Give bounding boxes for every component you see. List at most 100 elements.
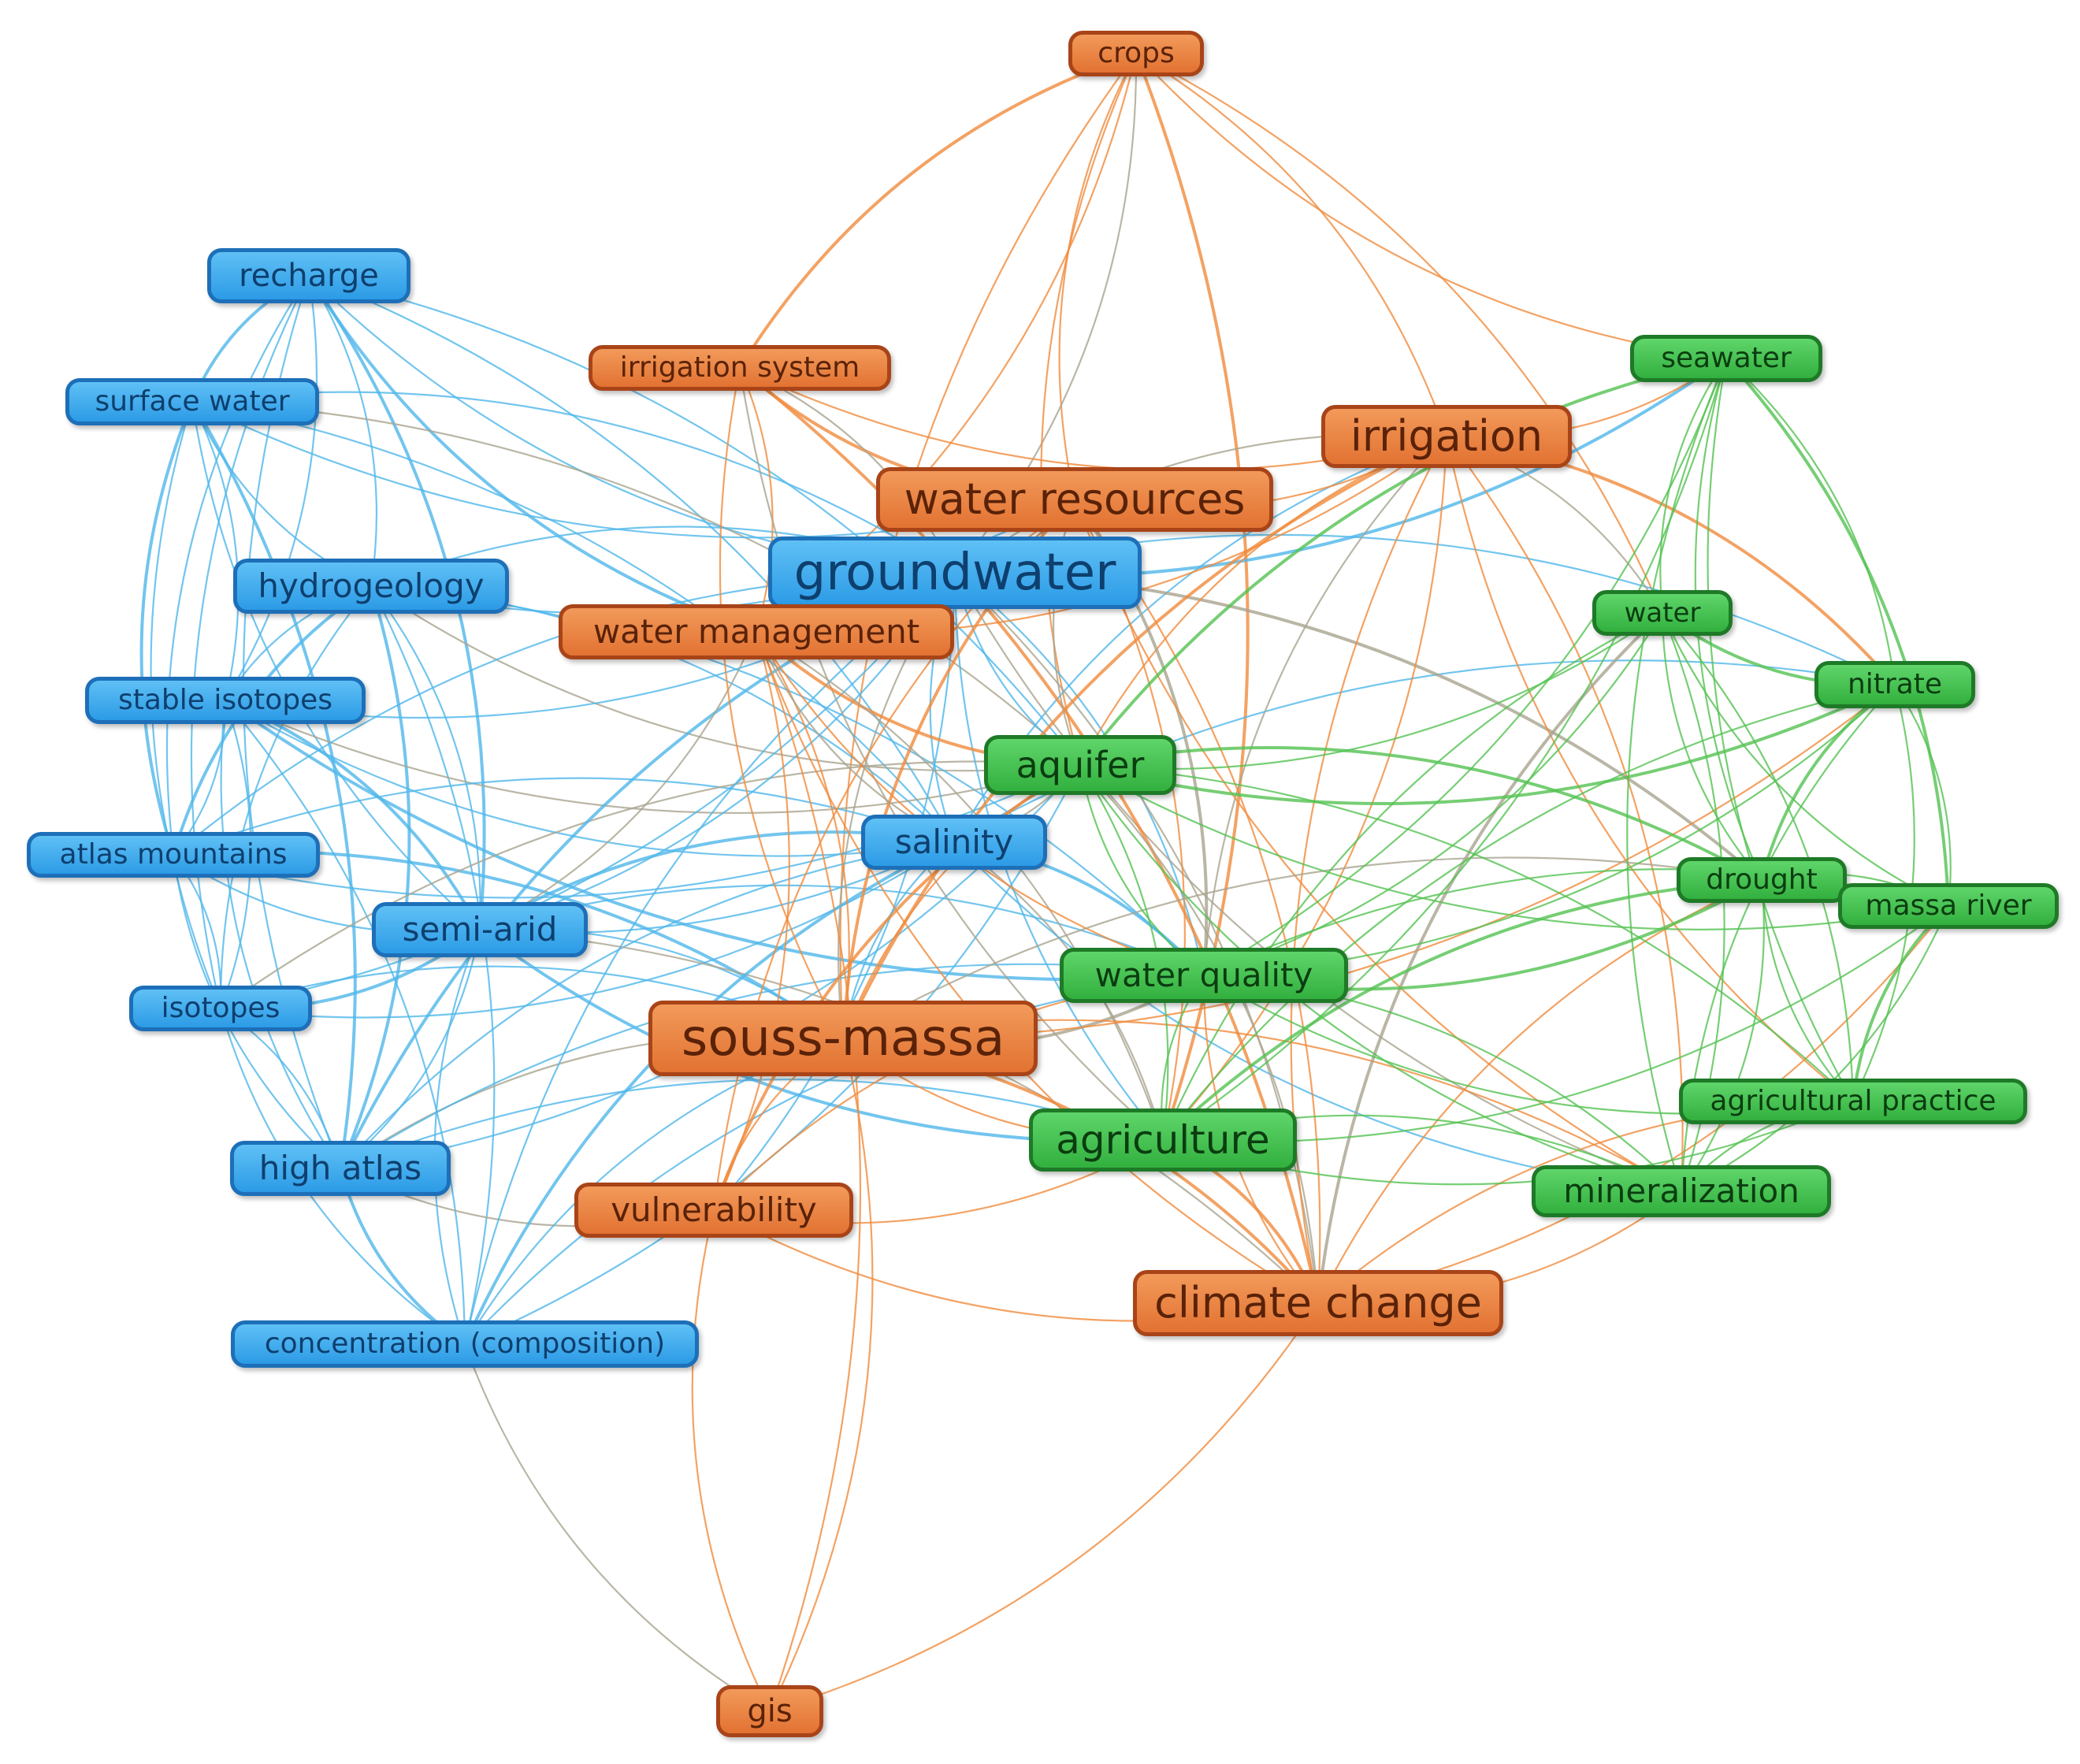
node-groundwater[interactable]: groundwater [768, 537, 1142, 609]
edge-recharge-aquifer [308, 274, 1081, 766]
edge-irrigation_system-water_management [738, 367, 774, 633]
edge-surface_water-atlas_mountains [139, 401, 194, 856]
node-isotopes[interactable]: isotopes [129, 986, 312, 1031]
node-seawater[interactable]: seawater [1630, 335, 1822, 382]
edge-seawater-agriculture [1162, 358, 1728, 1141]
edge-surface_water-salinity [191, 400, 955, 843]
edge-souss_massa-gis [769, 1038, 874, 1712]
node-gis[interactable]: gis [716, 1685, 823, 1737]
edge-recharge-water_management [307, 274, 757, 633]
edge-water-water_quality [1203, 612, 1663, 977]
edge-stable_isotopes-aquifer [225, 699, 1081, 814]
edge-semi_arid-water_management [479, 631, 758, 930]
edge-drought-mineralization [1681, 879, 1765, 1192]
edge-aquifer-mineralization [1079, 764, 1682, 1193]
node-drought[interactable]: drought [1677, 857, 1847, 903]
edge-water_management-souss_massa [756, 631, 850, 1039]
node-recharge[interactable]: recharge [207, 248, 410, 303]
node-water-resources[interactable]: water resources [876, 467, 1273, 532]
edge-hydrogeology-high_atlas [339, 585, 411, 1169]
node-salinity[interactable]: salinity [861, 815, 1047, 870]
node-vulnerability[interactable]: vulnerability [574, 1183, 853, 1238]
edge-nitrate-aquifer [1079, 683, 1896, 806]
edge-concentration-gis [463, 1343, 771, 1712]
edge-water_management-gis [755, 631, 862, 1712]
node-atlas-mountains[interactable]: atlas mountains [27, 832, 320, 878]
edge-water-massa_river [1661, 612, 1949, 907]
edge-isotopes-salinity [220, 841, 955, 1019]
edge-aquifer-massa_river [1079, 764, 1949, 930]
edge-seawater-nitrate [1725, 358, 1896, 685]
edge-agriculture-drought [1161, 878, 1762, 1142]
edge-drought-agricultural_practice [1760, 879, 1854, 1102]
edge-recharge-salinity [308, 274, 955, 843]
edge-stable_isotopes-concentration [225, 700, 466, 1345]
edge-irrigation-nitrate [1446, 435, 1896, 686]
edge-vulnerability-aquifer [712, 763, 1082, 1211]
node-crops[interactable]: crops [1068, 31, 1204, 76]
node-concentration-composition[interactable]: concentration (composition) [231, 1320, 699, 1368]
edge-crops-water_resources [1058, 53, 1137, 500]
node-agricultural-practice[interactable]: agricultural practice [1679, 1079, 2027, 1124]
edge-stable_isotopes-high_atlas [220, 700, 341, 1169]
edge-concentration-aquifer [464, 764, 1081, 1346]
edge-irrigation_system-agriculture [738, 367, 1164, 1141]
edge-climate_change-aquifer [1079, 764, 1320, 1304]
edge-irrigation-mineralization [1446, 436, 1684, 1192]
edge-vulnerability-gis [691, 1209, 771, 1712]
edge-groundwater-climate_change [954, 572, 1320, 1304]
edge-crops-seawater [1135, 53, 1727, 360]
edge-crops-water [1135, 53, 1664, 614]
edge-aquifer-drought [1079, 746, 1762, 882]
node-souss-massa[interactable]: souss-massa [648, 1001, 1038, 1076]
edge-irrigation-climate_change [1290, 436, 1447, 1304]
edge-isotopes-aquifer [220, 760, 1081, 1009]
node-aquifer[interactable]: aquifer [984, 735, 1176, 795]
node-irrigation-system[interactable]: irrigation system [589, 345, 891, 391]
edge-semi_arid-concentration [433, 929, 481, 1345]
edge-hydrogeology-aquifer [370, 585, 1081, 772]
edge-hydrogeology-water_quality [370, 585, 1205, 976]
edge-hydrogeology-semi_arid [370, 585, 481, 930]
edge-crops-irrigation_system [738, 52, 1137, 370]
edge-surface_water-stable_isotopes [191, 401, 240, 701]
edge-water-drought [1661, 612, 1762, 881]
edge-seawater-massa_river [1725, 357, 1950, 907]
edge-recharge-stable_isotopes [225, 275, 318, 701]
node-semi-arid[interactable]: semi-arid [372, 902, 588, 957]
edge-high_atlas-agriculture [340, 1079, 1164, 1170]
node-stable-isotopes[interactable]: stable isotopes [85, 677, 366, 724]
node-massa-river[interactable]: massa river [1838, 883, 2059, 929]
edge-water-agriculture [1161, 612, 1663, 1141]
edge-groundwater-agriculture [953, 572, 1164, 1141]
node-water-quality[interactable]: water quality [1060, 948, 1348, 1003]
node-nitrate[interactable]: nitrate [1814, 661, 1975, 708]
node-agriculture[interactable]: agriculture [1029, 1109, 1297, 1172]
edge-isotopes-concentration [219, 1008, 466, 1345]
edge-climate_change-gis [769, 1302, 1319, 1713]
edge-high_atlas-semi_arid [340, 929, 481, 1169]
edge-hydrogeology-isotopes [219, 585, 372, 1009]
node-water[interactable]: water [1592, 590, 1733, 636]
edge-recharge-atlas_mountains [165, 275, 310, 856]
edge-crops-aquifer [1040, 53, 1138, 766]
node-mineralization[interactable]: mineralization [1532, 1165, 1831, 1217]
edge-recharge-hydrogeology [308, 275, 378, 587]
node-irrigation[interactable]: irrigation [1321, 405, 1572, 468]
edge-irrigation-agriculture [1162, 436, 1448, 1141]
edge-atlas_mountains-salinity [173, 777, 955, 856]
edge-nitrate-agriculture [1162, 683, 1896, 1141]
edge-irrigation_system-souss_massa [719, 367, 844, 1039]
node-high-atlas[interactable]: high atlas [230, 1141, 451, 1196]
edge-irrigation-agricultural_practice [1445, 436, 1854, 1102]
node-water-management[interactable]: water management [559, 604, 954, 659]
edge-seawater-water [1659, 358, 1727, 614]
edge-water_resources-aquifer [1052, 499, 1082, 766]
node-climate-change[interactable]: climate change [1133, 1270, 1503, 1336]
edge-nitrate-massa_river [1894, 684, 1952, 907]
edge-water_resources-mineralization [1073, 499, 1682, 1192]
node-hydrogeology[interactable]: hydrogeology [233, 559, 509, 614]
node-surface-water[interactable]: surface water [65, 378, 319, 425]
edge-seawater-water_quality [1203, 358, 1728, 976]
